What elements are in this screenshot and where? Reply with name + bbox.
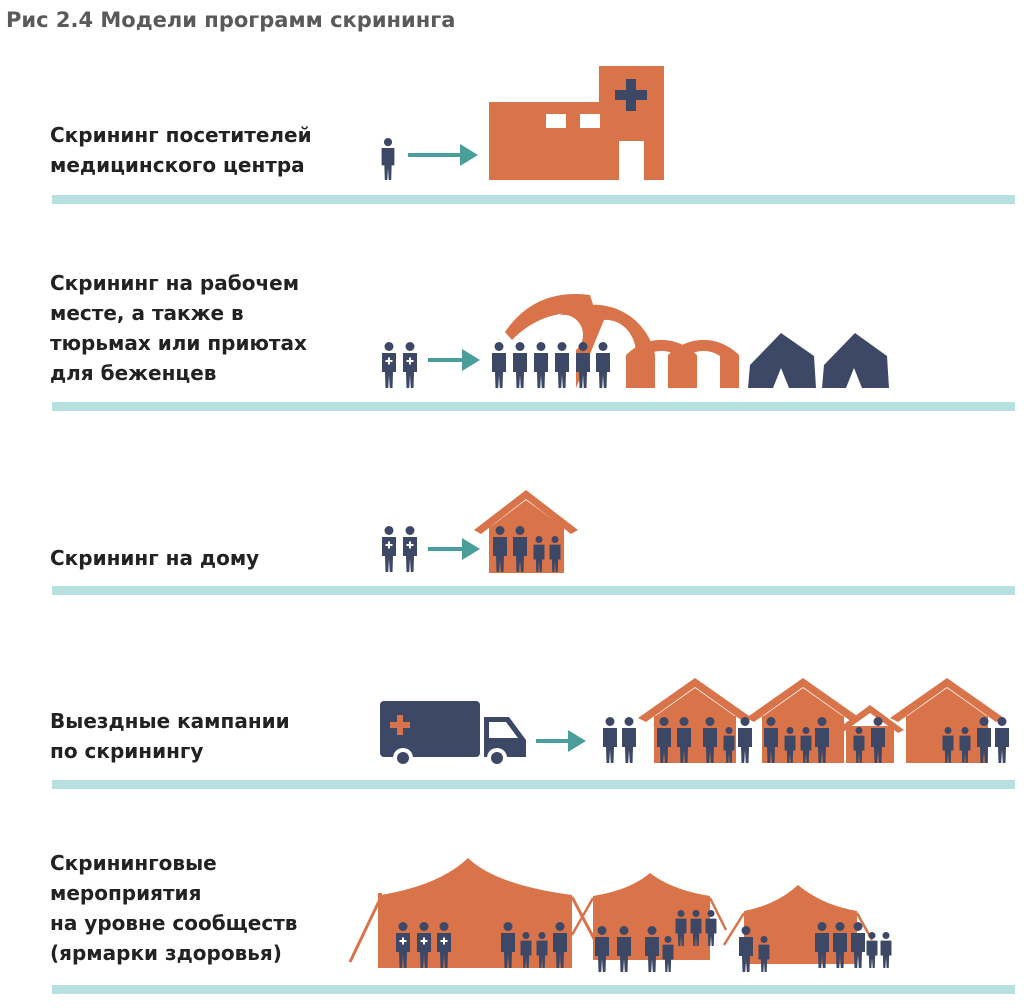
person-icon (662, 936, 674, 972)
person-icon (617, 926, 631, 972)
person-icon (833, 922, 847, 968)
medic-icon (417, 922, 431, 968)
person-icon (815, 717, 829, 763)
row-divider (52, 586, 1015, 595)
row-label-medical-center: Скрининг посетителей медицинского центра (50, 123, 312, 177)
arrow-icon (536, 730, 586, 752)
person-icon (871, 717, 885, 763)
person-icon (784, 727, 796, 763)
medic-icon (382, 526, 396, 572)
person-icon (851, 922, 865, 968)
medical-center-illustration (381, 66, 664, 181)
person-icon (533, 536, 545, 572)
person-icon (553, 922, 567, 968)
medic-icon (403, 526, 417, 572)
person-icon (675, 910, 687, 946)
row-label-mobile-campaigns: Выездные кампании по скринингу (50, 709, 290, 763)
house-icon (890, 678, 1004, 763)
row-divider (52, 402, 1015, 411)
person-icon (800, 727, 812, 763)
person-icon (513, 342, 527, 388)
row-divider (52, 985, 1015, 994)
home-illustration (382, 490, 578, 573)
person-icon (866, 932, 878, 968)
arrow-icon (428, 538, 480, 560)
person-icon (603, 717, 617, 763)
person-icon (764, 717, 778, 763)
person-icon (815, 922, 829, 968)
person-icon (977, 717, 991, 763)
person-icon (555, 342, 569, 388)
person-icon (723, 727, 735, 763)
person-icon (492, 342, 506, 388)
person-icon (705, 910, 717, 946)
row-divider (52, 780, 1015, 789)
person-icon (549, 536, 561, 572)
person-icon (501, 922, 515, 968)
person-icon (942, 727, 954, 763)
person-icon (738, 717, 752, 763)
person-icon (758, 936, 770, 972)
row-label-workplace: Скрининг на рабочем месте, а также в тюр… (50, 271, 307, 385)
person-icon (576, 342, 590, 388)
arrow-icon (408, 144, 478, 166)
person-icon (493, 526, 507, 572)
tent-icon (748, 333, 816, 388)
person-icon (657, 717, 671, 763)
medic-icon (396, 922, 410, 968)
person-icon (536, 932, 548, 968)
person-icon (959, 727, 971, 763)
ambulance-icon (380, 701, 526, 768)
row-divider (52, 195, 1015, 204)
figure-title: Рис 2.4 Модели программ скрининга (6, 8, 456, 32)
person-icon (595, 926, 609, 972)
medic-icon (403, 342, 417, 388)
person-icon (645, 926, 659, 972)
person-icon (677, 717, 691, 763)
person-icon (596, 342, 610, 388)
person-icon (739, 926, 753, 972)
medic-icon (382, 342, 396, 388)
person-icon (513, 526, 527, 572)
arrow-icon (428, 349, 480, 371)
workplace-illustration (382, 294, 889, 388)
person-icon (534, 342, 548, 388)
row-label-home: Скрининг на дому (50, 546, 260, 570)
person-icon (853, 727, 865, 763)
person-icon (690, 910, 702, 946)
person-icon (880, 932, 892, 968)
person-icon (995, 717, 1009, 763)
row-label-health-fairs: Скрининговые мероприятия на уровне сообщ… (50, 851, 298, 965)
mobile-campaigns-illustration (380, 678, 1009, 768)
medic-icon (437, 922, 451, 968)
person-icon (622, 717, 636, 763)
tent-icon (822, 333, 889, 388)
person-icon (520, 932, 532, 968)
person-icon (381, 138, 395, 180)
person-icon (703, 717, 717, 763)
